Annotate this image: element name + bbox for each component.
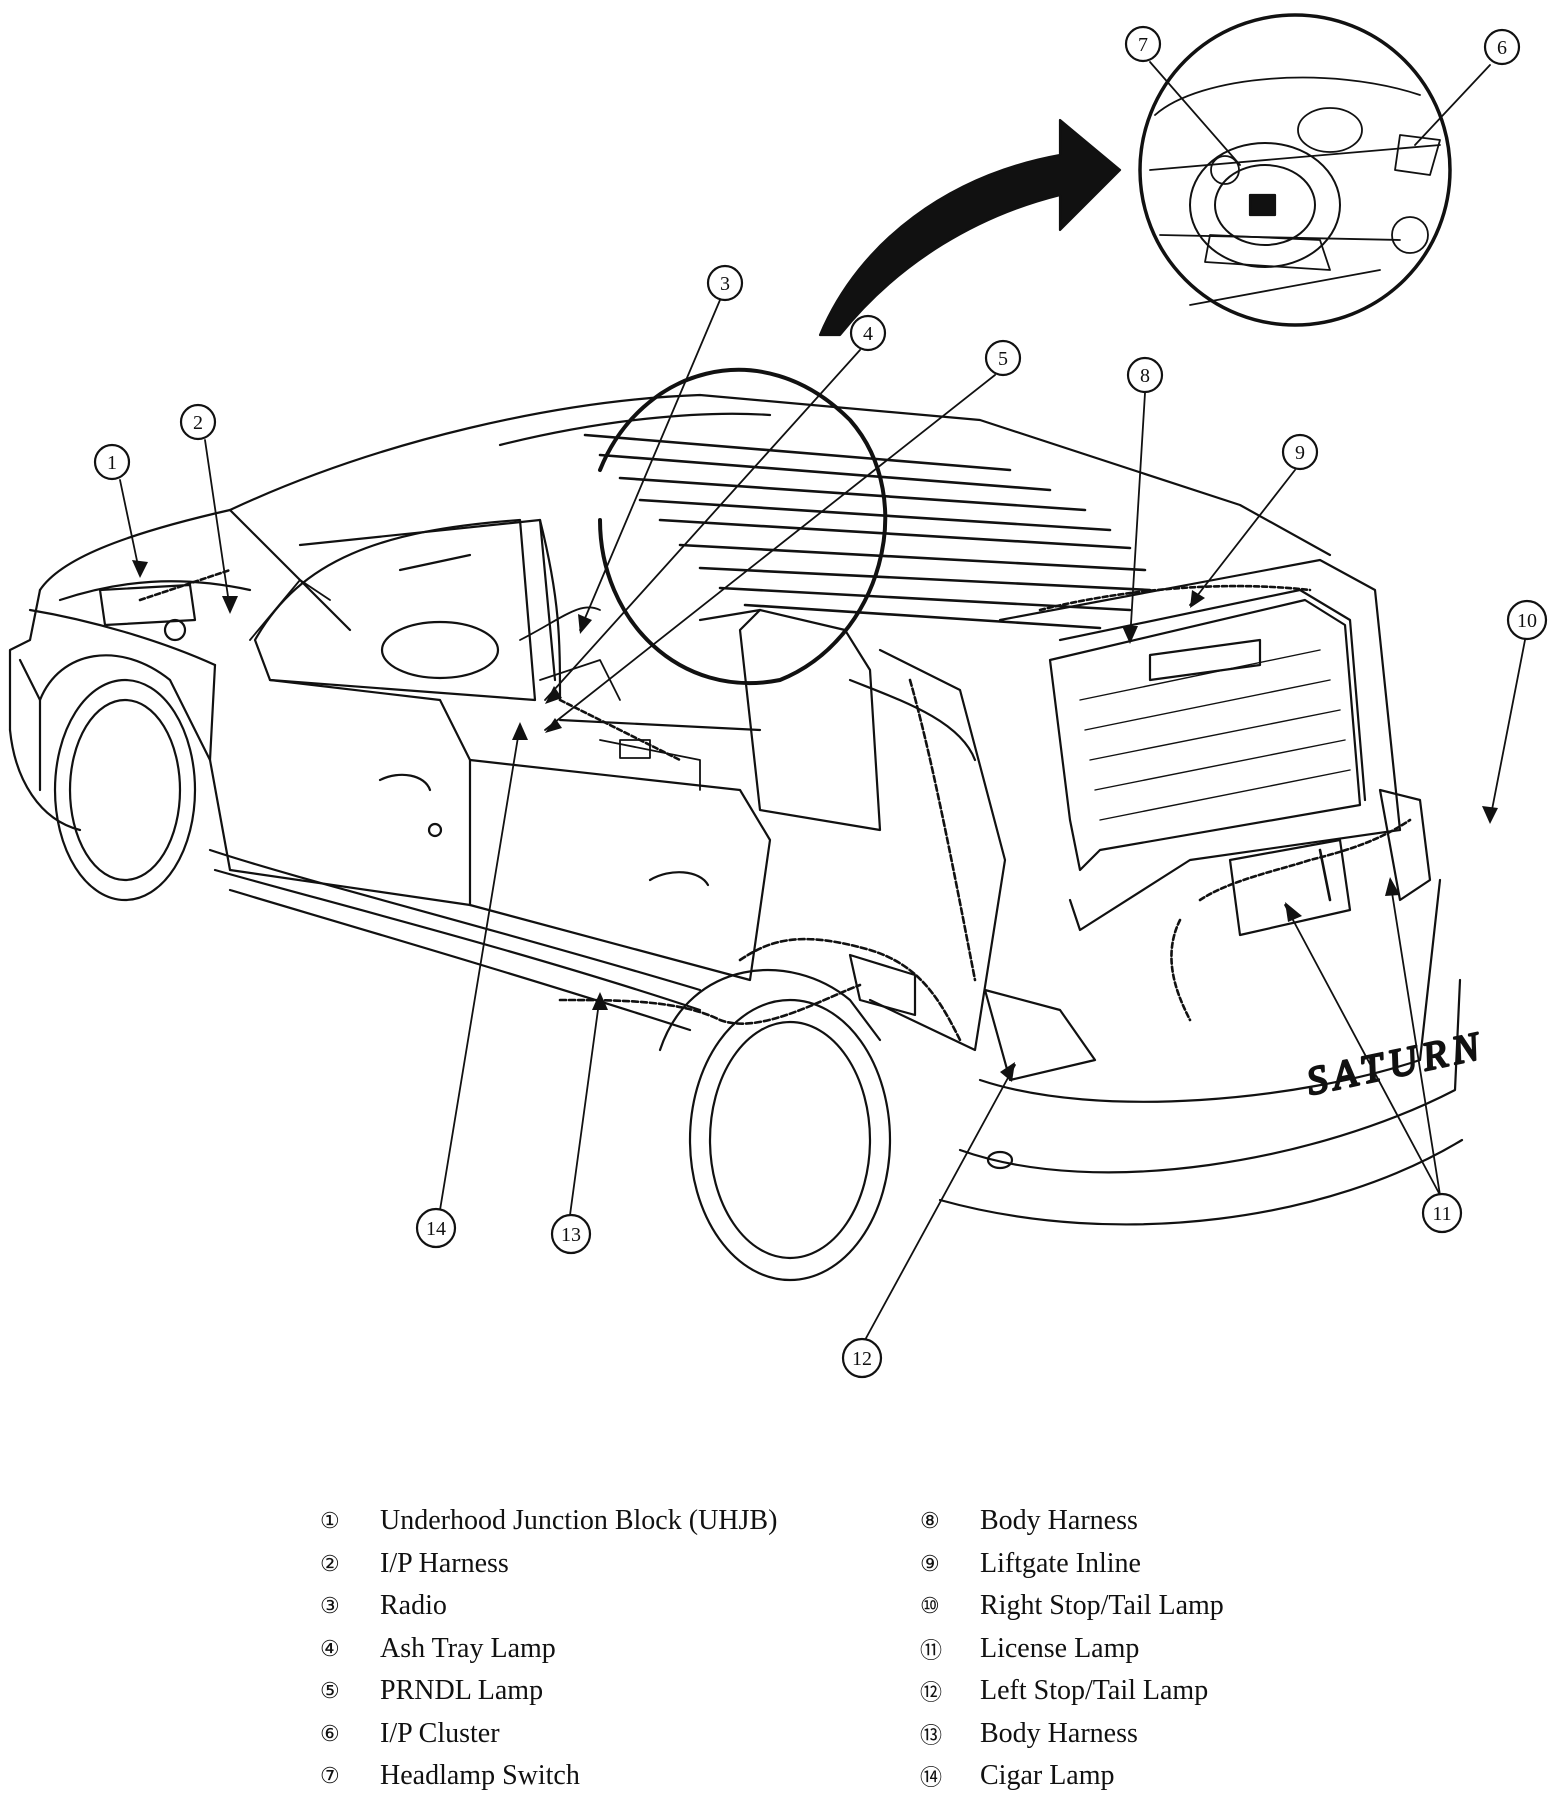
callout-3-label: 3 bbox=[720, 273, 730, 295]
callout-4-label: 4 bbox=[863, 323, 873, 345]
legend-item: ⑧ Body Harness bbox=[920, 1500, 1224, 1543]
legend-item: ⑫ Left Stop/Tail Lamp bbox=[920, 1670, 1224, 1713]
detail-view-arrow bbox=[818, 118, 1122, 337]
leader-arrowheads bbox=[132, 560, 1498, 1082]
wagon-harness-diagram: SATURN bbox=[8, 13, 1548, 1379]
legend-label: I/P Cluster bbox=[380, 1717, 500, 1749]
legend-label: Body Harness bbox=[980, 1717, 1138, 1749]
legend-item: ⑩ Right Stop/Tail Lamp bbox=[920, 1585, 1224, 1628]
callout-14-label: 14 bbox=[426, 1218, 446, 1240]
underhood-junction-block bbox=[98, 583, 197, 642]
legend-number: ⑬ bbox=[920, 1722, 943, 1748]
callout-12-label: 12 bbox=[852, 1348, 872, 1370]
legend-number: ⑥ bbox=[320, 1720, 340, 1746]
legend-number: ⑦ bbox=[320, 1763, 340, 1789]
legend-label: Body Harness bbox=[980, 1505, 1138, 1537]
callout-11-label: 11 bbox=[1432, 1203, 1451, 1225]
callout-9-label: 9 bbox=[1295, 442, 1305, 464]
legend-item: ⑨ Liftgate Inline bbox=[920, 1543, 1224, 1586]
legend-item: ① Underhood Junction Block (UHJB) bbox=[320, 1500, 777, 1543]
callout-9: 9 bbox=[1281, 433, 1319, 471]
legend-number: ⑨ bbox=[920, 1550, 940, 1576]
legend-column-right: ⑧ Body Harness ⑨ Liftgate Inline ⑩ Right St… bbox=[920, 1500, 1224, 1798]
callout-6: 6 bbox=[1483, 28, 1521, 66]
legend-item: ⑤ PRNDL Lamp bbox=[320, 1670, 777, 1713]
vehicle-badge: SATURN bbox=[1303, 1022, 1490, 1104]
callout-6-label: 6 bbox=[1497, 37, 1507, 59]
legend-label: Right Stop/Tail Lamp bbox=[980, 1590, 1224, 1622]
callout-10: 10 bbox=[1506, 599, 1548, 641]
legend-item: ⑥ I/P Cluster bbox=[320, 1713, 777, 1756]
leader-lines bbox=[119, 61, 1526, 1341]
callout-2: 2 bbox=[179, 403, 217, 441]
callout-11: 11 bbox=[1421, 1192, 1463, 1234]
legend-label: Headlamp Switch bbox=[380, 1760, 580, 1792]
legend-number: ⑧ bbox=[920, 1508, 940, 1534]
callout-1: 1 bbox=[93, 443, 131, 481]
legend-number: ⑤ bbox=[320, 1678, 340, 1704]
callout-1-label: 1 bbox=[107, 452, 117, 474]
component-legend: ① Underhood Junction Block (UHJB) ② I/P Ha… bbox=[320, 1500, 1320, 1791]
legend-number: ③ bbox=[320, 1593, 340, 1619]
instrument-panel-area bbox=[249, 579, 701, 791]
legend-item: ③ Radio bbox=[320, 1585, 777, 1628]
legend-number: ⑪ bbox=[920, 1637, 943, 1663]
legend-label: Ash Tray Lamp bbox=[380, 1632, 556, 1664]
legend-number: ② bbox=[320, 1550, 340, 1576]
callout-14: 14 bbox=[415, 1207, 457, 1249]
legend-number: ④ bbox=[320, 1635, 340, 1661]
legend-label: Cigar Lamp bbox=[980, 1760, 1115, 1792]
legend-item: ⑬ Body Harness bbox=[920, 1713, 1224, 1756]
front-wheel bbox=[38, 654, 212, 902]
legend-label: I/P Harness bbox=[380, 1547, 509, 1579]
legend-label: Left Stop/Tail Lamp bbox=[980, 1675, 1209, 1707]
callout-7-label: 7 bbox=[1138, 34, 1148, 56]
legend-item: ② I/P Harness bbox=[320, 1543, 777, 1586]
legend-item: ④ Ash Tray Lamp bbox=[320, 1628, 777, 1671]
legend-label: PRNDL Lamp bbox=[380, 1675, 544, 1707]
callout-5-label: 5 bbox=[998, 348, 1008, 370]
legend-number: ⑩ bbox=[920, 1593, 940, 1619]
callout-4: 4 bbox=[849, 314, 887, 352]
legend-column-left: ① Underhood Junction Block (UHJB) ② I/P Ha… bbox=[320, 1500, 777, 1798]
detail-view-inset bbox=[1138, 13, 1452, 327]
callout-5: 5 bbox=[984, 339, 1022, 377]
legend-item: ⑪ License Lamp bbox=[920, 1628, 1224, 1671]
callout-8-label: 8 bbox=[1140, 365, 1150, 387]
legend-item: ⑦ Headlamp Switch bbox=[320, 1755, 777, 1798]
callout-7: 7 bbox=[1124, 25, 1162, 63]
callout-8: 8 bbox=[1126, 356, 1164, 394]
legend-label: License Lamp bbox=[980, 1632, 1140, 1664]
callout-2-label: 2 bbox=[193, 412, 203, 434]
callout-3: 3 bbox=[706, 264, 744, 302]
legend-number: ⑭ bbox=[920, 1765, 943, 1791]
callout-13: 13 bbox=[550, 1213, 592, 1255]
legend-number: ⑫ bbox=[920, 1680, 943, 1706]
legend-label: Liftgate Inline bbox=[980, 1547, 1141, 1579]
callout-13-label: 13 bbox=[561, 1224, 581, 1246]
callout-12: 12 bbox=[841, 1337, 883, 1379]
legend-label: Underhood Junction Block (UHJB) bbox=[380, 1505, 778, 1537]
interior-focus-circle bbox=[598, 367, 888, 686]
car-body bbox=[8, 393, 1464, 1226]
callout-10-label: 10 bbox=[1517, 610, 1537, 632]
legend-number: ① bbox=[320, 1508, 340, 1534]
legend-item: ⑭ Cigar Lamp bbox=[920, 1755, 1224, 1798]
rear-wheel bbox=[658, 969, 892, 1282]
legend-label: Radio bbox=[380, 1590, 447, 1622]
